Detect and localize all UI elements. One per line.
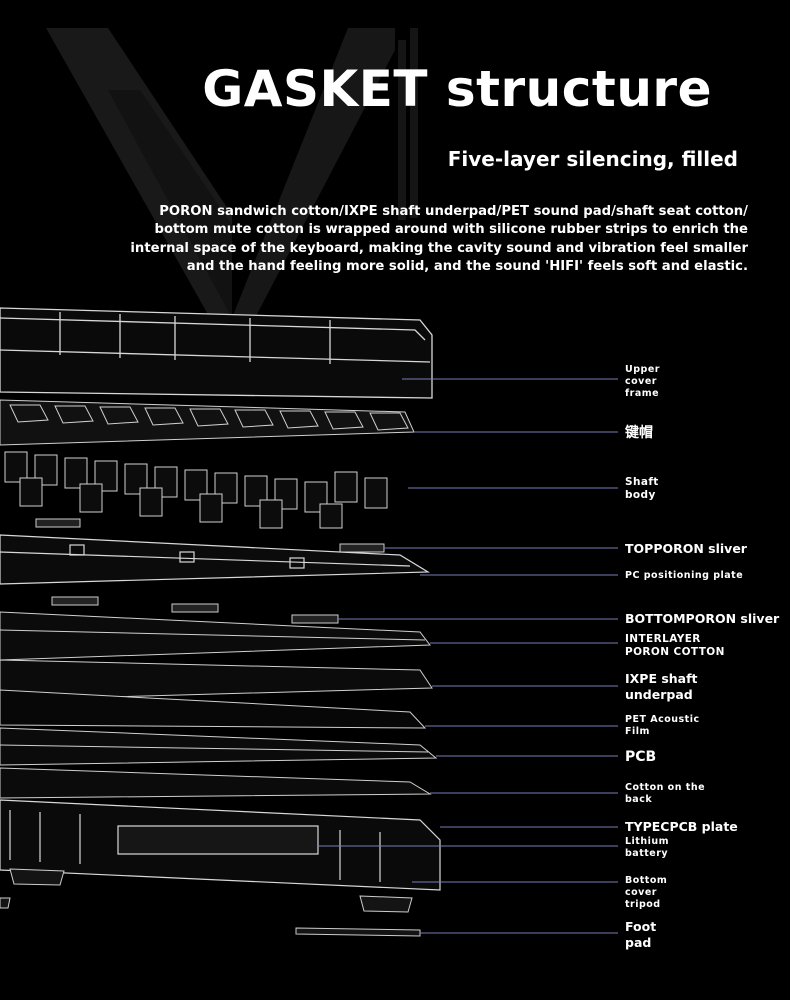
layer-label-upper-cover-frame: Upper cover frame <box>625 364 660 399</box>
layer-label-bottom-cover-tripod: Bottom cover tripod <box>625 875 668 910</box>
layer-label-foot-pad: Foot pad <box>625 919 657 950</box>
leader-lines <box>318 378 618 934</box>
layer-label-interlayer-poron: INTERLAYER PORON COTTON <box>625 633 725 659</box>
layer-label-lithium-battery: Lithium battery <box>625 836 670 859</box>
page-subtitle: Five-layer silencing, filled <box>447 147 738 171</box>
upper-cover-frame <box>0 307 433 399</box>
ixpe-underpad <box>0 659 433 701</box>
layer-label-typec-pcb-plate: TYPECPCB plate <box>625 819 738 834</box>
pc-positioning-plate <box>0 534 431 585</box>
back-cotton <box>0 767 432 799</box>
layer-label-bottom-poron-sliver: BOTTOMPORON sliver <box>625 611 780 626</box>
description-text: PORON sandwich cotton/IXPE shaft underpa… <box>130 204 748 274</box>
keycaps <box>0 399 415 446</box>
page-title: GASKET structure <box>202 60 712 118</box>
bottom-case <box>0 799 441 891</box>
layer-label-pet-film: PET Acoustic Film <box>625 714 700 737</box>
layer-label-pc-positioning-plate: PC positioning plate <box>625 570 744 581</box>
watermark-logo <box>46 28 418 318</box>
layer-label-keycaps: 键帽 <box>625 425 653 441</box>
pet-acoustic-film <box>0 689 427 729</box>
layer-label-ixpe-underpad: IXPE shaft underpad <box>625 671 698 702</box>
layer-label-back-cotton: Cotton on the back <box>625 782 706 805</box>
feet <box>0 868 421 937</box>
layer-label-shaft-body: Shaft body <box>625 476 659 502</box>
layer-label-pcb: PCB <box>625 749 657 765</box>
switches <box>4 451 388 529</box>
layer-label-top-poron-sliver: TOPPORON sliver <box>625 541 747 556</box>
pcb <box>0 727 438 766</box>
interlayer-poron <box>0 611 431 661</box>
